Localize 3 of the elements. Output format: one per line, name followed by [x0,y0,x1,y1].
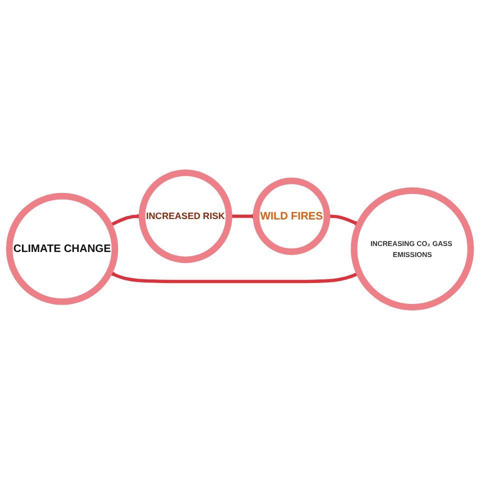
node-circle: CLIMATE CHANGE [6,192,118,305]
node-circle: INCREASED RISK [138,170,232,264]
node-circle: WILD FIRES [252,178,330,255]
